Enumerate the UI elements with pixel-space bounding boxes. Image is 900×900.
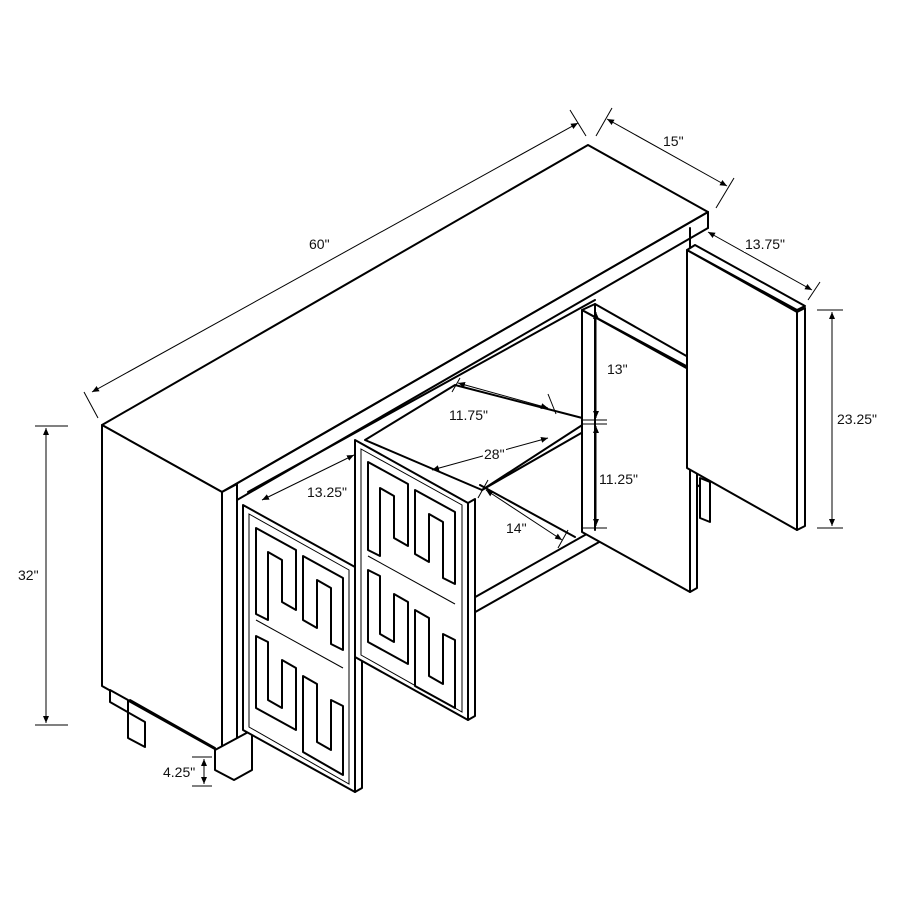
dimension-label-overall-height: 32" [17, 567, 40, 583]
dimension-label-interior-depth: 13.75" [744, 236, 787, 252]
leg-front-left [214, 729, 253, 781]
right-door-1 [581, 303, 698, 593]
dimension-label-overall-depth: 15" [662, 133, 685, 149]
dimension-label-door-height: 23.25" [836, 411, 879, 427]
dimension-label-bottom-depth: 14" [505, 520, 528, 536]
dimension-lines [35, 107, 843, 787]
leg-back-left [109, 689, 146, 748]
dimension-label-left-compartment: 13.25" [306, 484, 349, 500]
dimension-label-lower-compartment: 11.25" [598, 471, 639, 487]
leg-back-right [699, 477, 711, 523]
dimension-label-shelf-width: 28" [483, 446, 506, 462]
left-door-1 [242, 504, 363, 793]
dimension-label-overall-width: 60" [308, 236, 331, 252]
left-door-2 [354, 439, 476, 721]
dimension-label-shelf-depth: 11.75" [448, 407, 489, 423]
dimension-label-upper-compartment: 13" [606, 361, 629, 377]
dimension-label-leg-height: 4.25" [162, 764, 197, 780]
